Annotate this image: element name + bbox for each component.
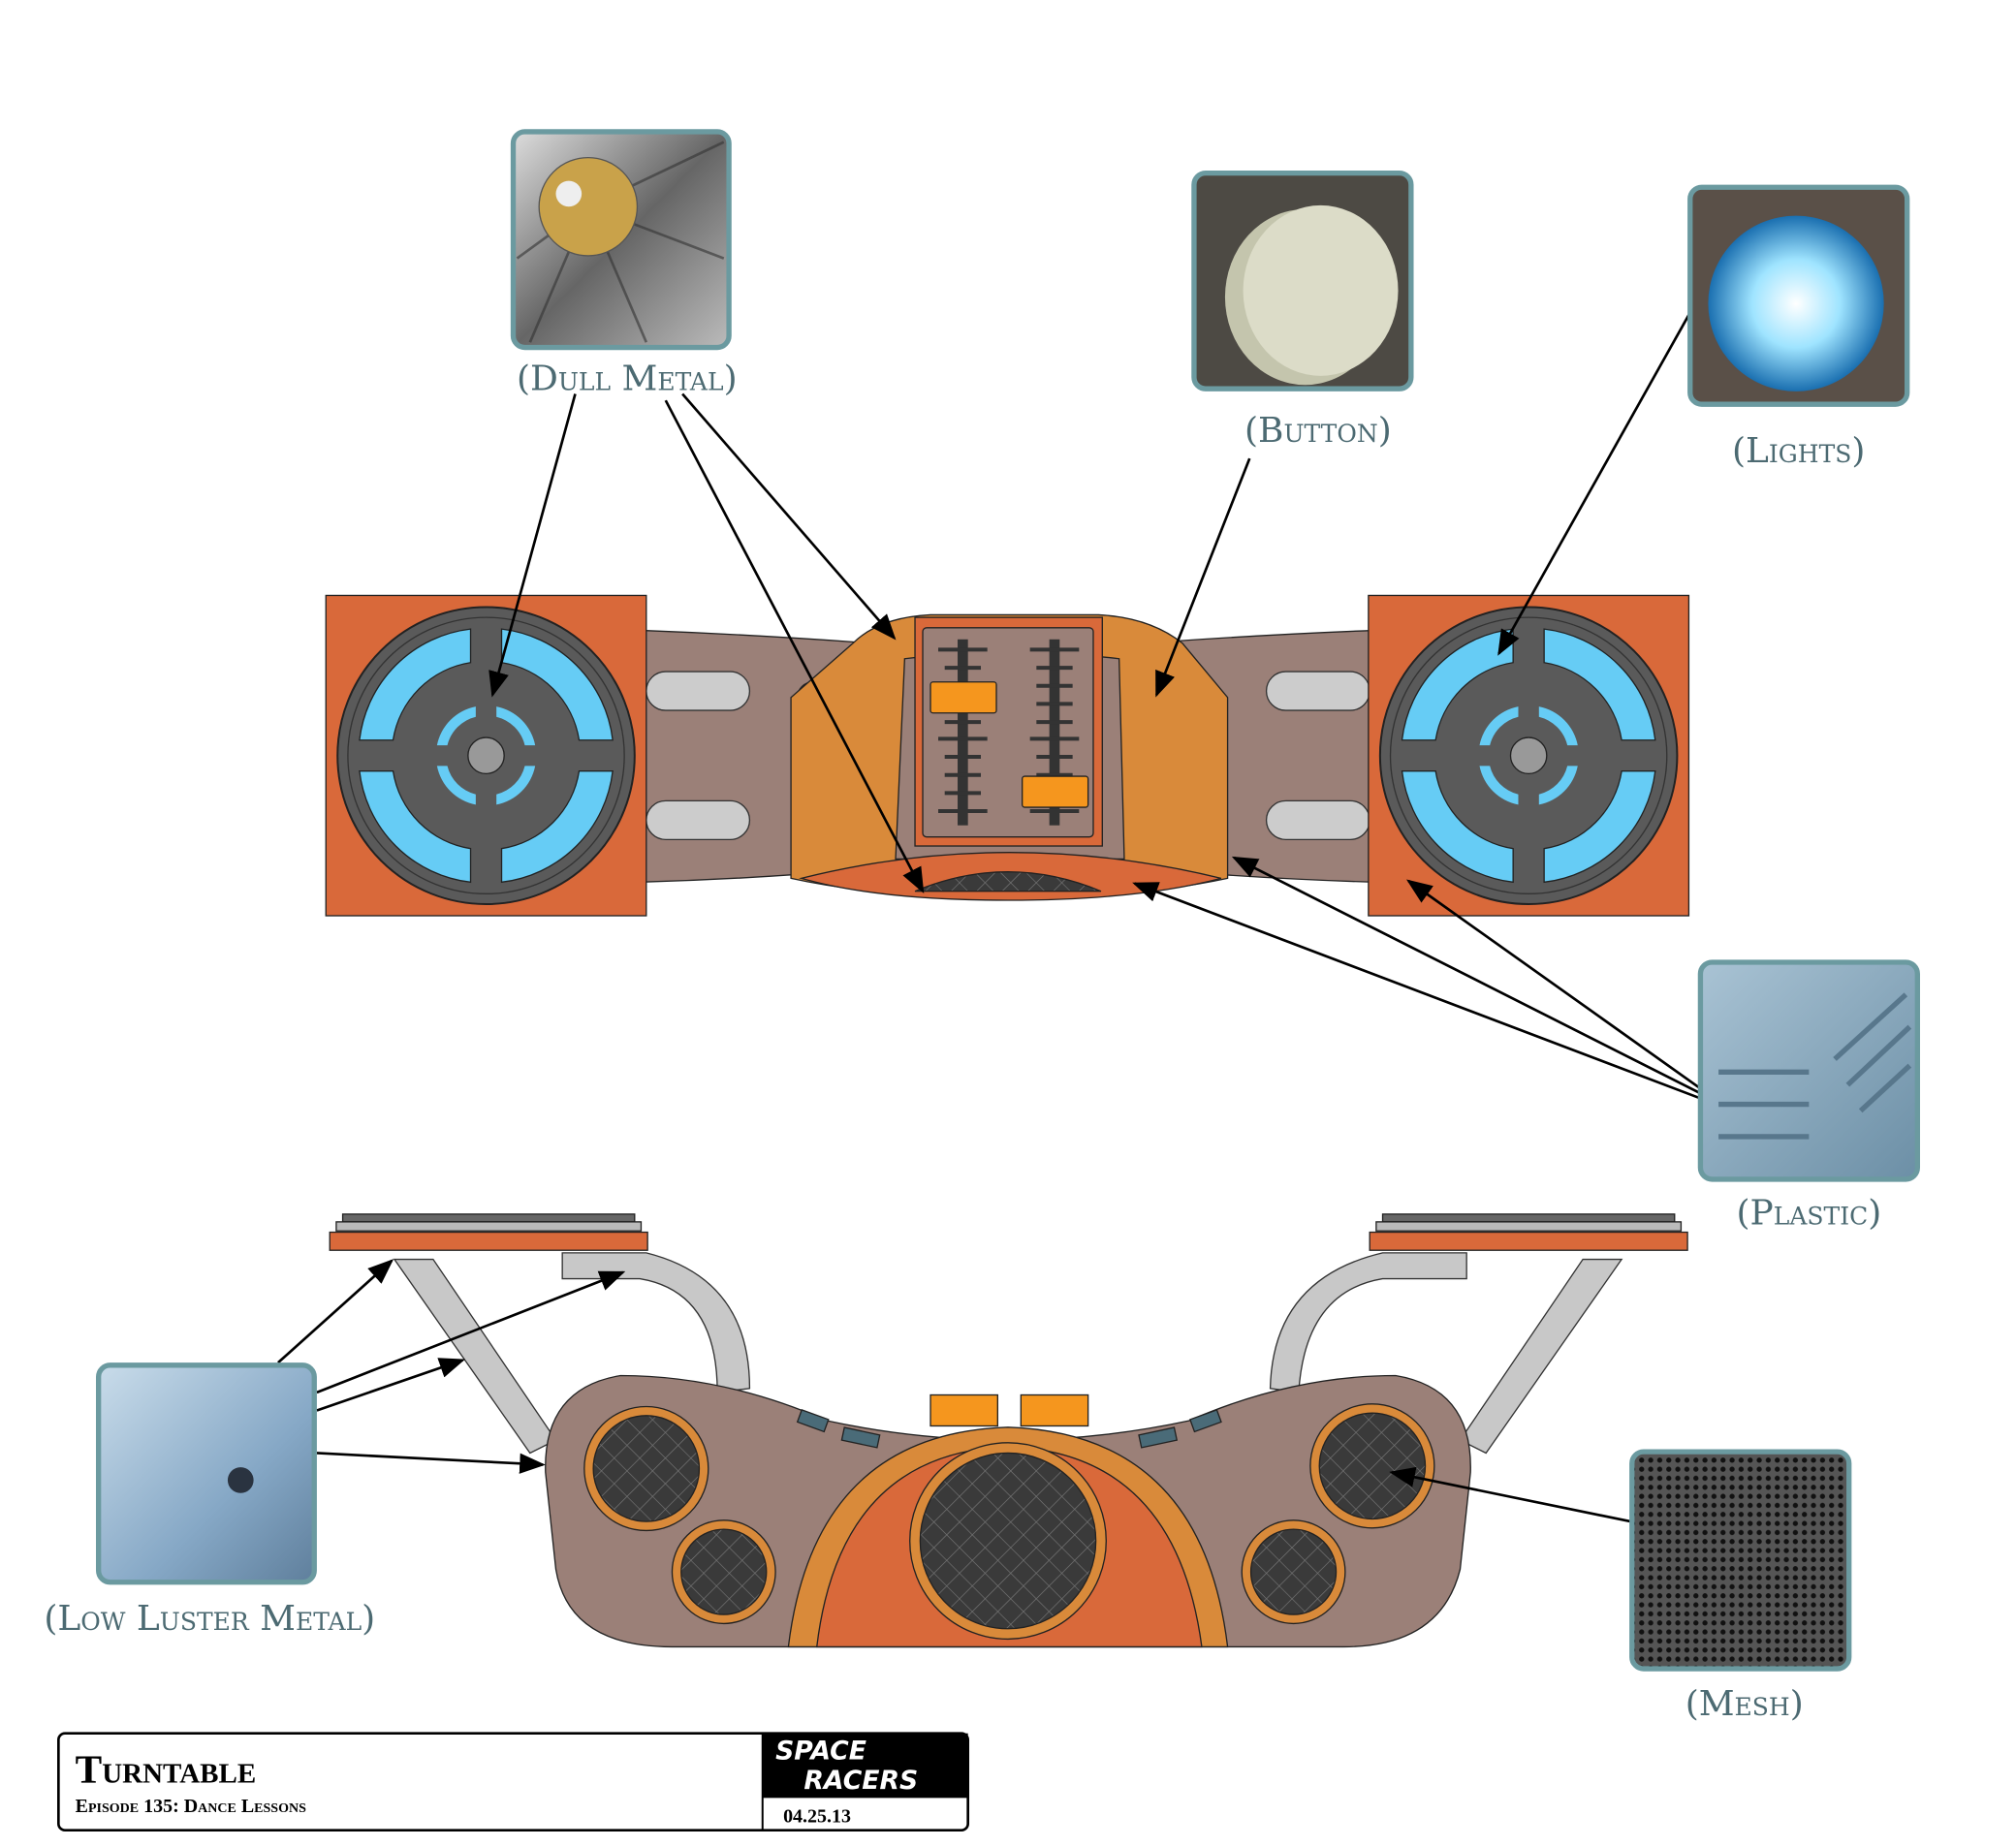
label-low-luster-metal: (Low Luster Metal) — [44, 1599, 375, 1639]
front-button-right — [1020, 1393, 1089, 1427]
top-view — [325, 594, 1690, 917]
sheet-date: 04.25.13 — [783, 1806, 851, 1828]
callout-arrows — [277, 311, 1700, 1523]
front-view — [329, 1213, 1688, 1648]
swatch-button: (Button) — [1191, 170, 1414, 451]
logo-text-racers: RACERS — [803, 1766, 918, 1796]
fader-left — [929, 639, 997, 826]
sheet-title: Turntable — [76, 1746, 257, 1791]
label-dull-metal: (Dull Metal) — [517, 360, 738, 399]
label-lights: (Lights) — [1732, 431, 1865, 471]
top-speaker-mesh — [914, 871, 1102, 892]
front-speakers — [583, 1403, 1435, 1641]
logo-text-space: SPACE — [775, 1736, 866, 1766]
label-button: (Button) — [1244, 411, 1392, 451]
label-plastic: (Plastic) — [1737, 1194, 1882, 1234]
swatch-lights: (Lights) — [1687, 184, 1910, 471]
left-platter — [336, 606, 636, 906]
right-platter — [1378, 606, 1679, 906]
sheet-subtitle: Episode 135: Dance Lessons — [76, 1796, 306, 1817]
swatch-low-luster-metal: (Low Luster Metal) — [44, 1362, 375, 1639]
title-block: SPACE RACERS Turntable Episode 135: Danc… — [57, 1732, 970, 1832]
left-rails — [646, 671, 1370, 841]
label-mesh: (Mesh) — [1685, 1684, 1804, 1724]
swatch-plastic: (Plastic) — [1697, 959, 1921, 1234]
swatch-mesh: (Mesh) — [1629, 1449, 1852, 1724]
swatch-dull-metal: (Dull Metal) — [510, 129, 738, 399]
fader-right — [1021, 639, 1089, 826]
front-button-left — [929, 1393, 999, 1427]
right-deck-side — [1369, 1231, 1688, 1251]
left-deck-side — [329, 1231, 648, 1251]
space-racers-logo — [762, 1733, 968, 1799]
